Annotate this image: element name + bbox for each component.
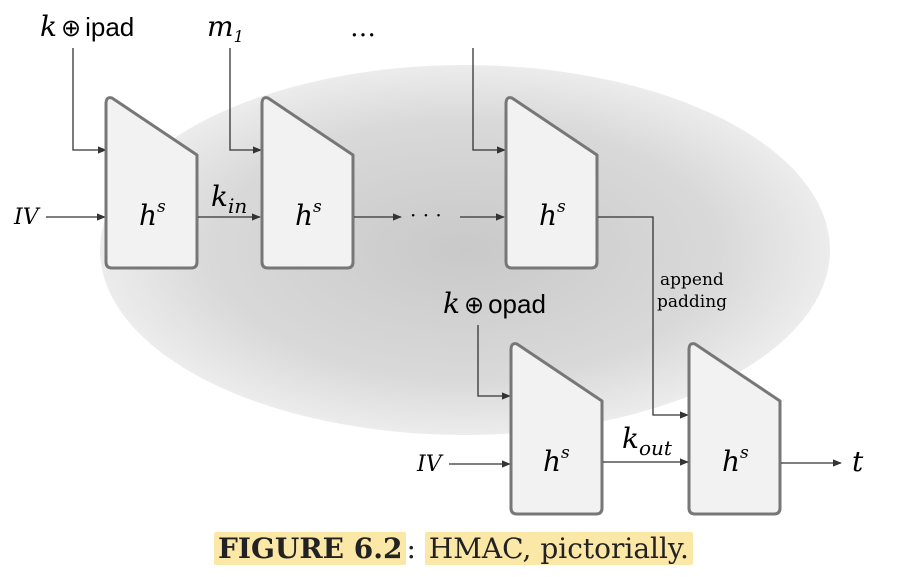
figure-caption: FIGURE 6.2: HMAC, pictorially. xyxy=(0,532,907,565)
hash-block-outer-2: hs xyxy=(687,342,782,516)
top-ellipsis: … xyxy=(350,13,376,43)
k-in-label: kin xyxy=(211,180,247,218)
svg-text:hs: hs xyxy=(539,197,566,232)
caption-label-highlight: FIGURE 6.2 xyxy=(214,532,407,565)
hash-block-3: hs xyxy=(504,96,599,270)
svg-text:hs: hs xyxy=(722,443,749,478)
hash-block-2: hs xyxy=(260,96,355,270)
append-label: append xyxy=(660,270,724,290)
append-padding-line xyxy=(598,216,689,419)
caption-sep: : xyxy=(406,532,416,565)
k-ipad-label: k⊕ipad xyxy=(40,10,134,43)
output-label: t xyxy=(852,445,864,478)
svg-text:hs: hs xyxy=(295,197,322,232)
hash-block-1: hs xyxy=(104,96,199,270)
msg-n-line xyxy=(472,48,506,154)
k-opad-line xyxy=(477,325,511,400)
k-out-label: kout xyxy=(622,422,673,460)
mid-ellipsis: · · · xyxy=(410,203,442,227)
k-ipad-line xyxy=(72,48,107,154)
svg-text:hs: hs xyxy=(139,197,166,232)
iv-bottom-label: IV xyxy=(416,452,444,477)
svg-text:hs: hs xyxy=(543,443,570,478)
iv-top-label: IV xyxy=(13,205,41,230)
m1-label: m1 xyxy=(207,10,244,46)
padding-label: padding xyxy=(657,292,727,312)
hash-block-outer-1: hs xyxy=(509,342,604,516)
caption-text: HMAC, pictorially. xyxy=(424,532,693,565)
k-opad-label: k⊕opad xyxy=(443,287,546,320)
m1-line xyxy=(229,48,262,154)
caption-label: FIGURE 6.2 xyxy=(218,532,403,565)
hmac-diagram: k⊕ipad m1 … IV hs hs hs kin · · · append… xyxy=(13,10,864,516)
